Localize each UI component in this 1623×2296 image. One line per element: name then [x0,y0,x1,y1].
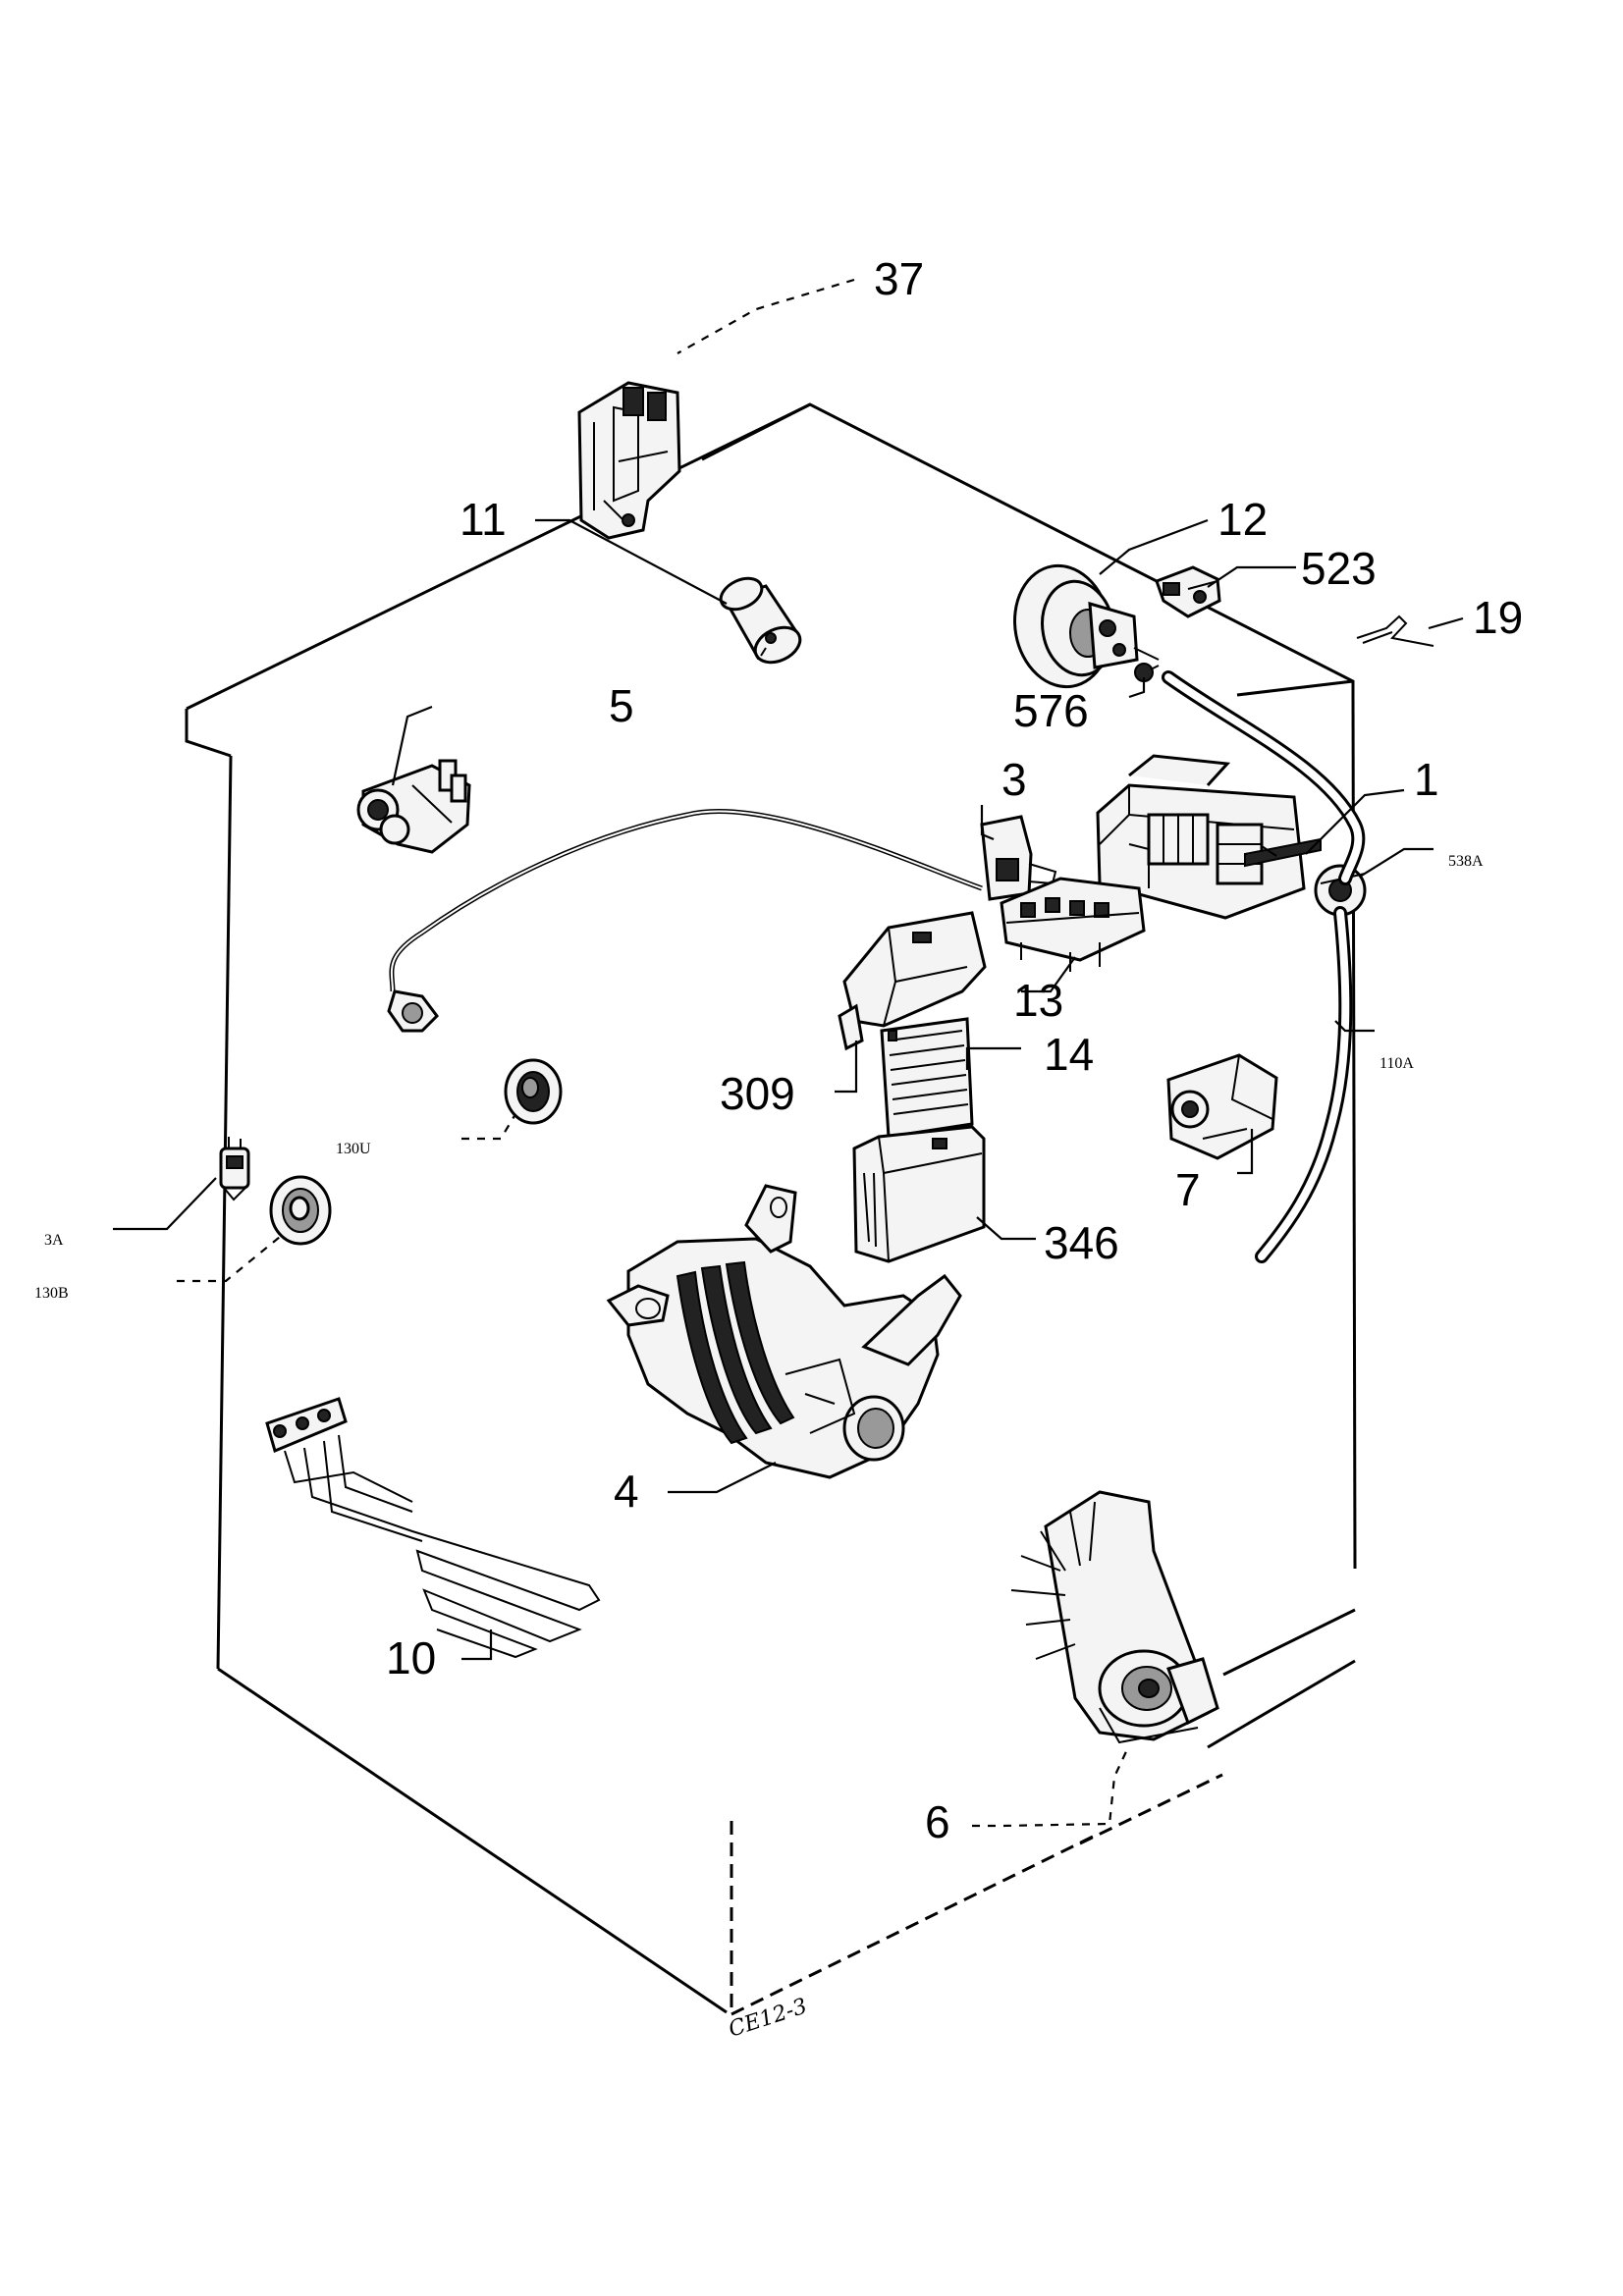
leader-lines [113,278,1464,1828]
label-6: 6 [925,1796,950,1847]
label-346: 346 [1044,1217,1119,1268]
label-13: 13 [1013,975,1063,1026]
label-3: 3 [1001,754,1027,805]
part-3a-thermostat [219,1137,250,1201]
label-14: 14 [1044,1029,1094,1080]
part-130b-grommet [269,1175,332,1246]
part-130u-grommet [504,1058,563,1125]
label-130b: 130B [34,1285,69,1302]
part-4-circulation-pump [606,1184,962,1479]
label-37: 37 [874,253,924,304]
part-6-drain-pump [1010,1490,1219,1744]
label-309: 309 [720,1068,795,1119]
part-37-door-interlock [577,381,681,540]
label-523: 523 [1301,543,1377,594]
part-523-micro-switch [1155,565,1221,618]
part-14-filter-pad [880,1017,974,1139]
part-5-solenoid-valve [356,759,471,854]
label-19: 19 [1473,592,1523,643]
label-3a: 3A [44,1232,64,1249]
part-19-wire-clip [1356,614,1434,647]
label-576: 576 [1013,685,1089,736]
label-110a: 110A [1380,1055,1414,1072]
label-130u: 130U [336,1141,371,1157]
label-7: 7 [1175,1164,1201,1215]
drawing-code: CE12-3 [726,1994,810,2042]
part-1-timer [1096,754,1322,920]
part-3-thermostat [387,808,1057,1033]
part-13-terminal-block [1000,877,1146,972]
part-576-fitting [1134,663,1160,682]
label-5: 5 [609,680,634,731]
label-4: 4 [614,1466,639,1517]
part-110a-pressure-hose [1162,670,1366,1263]
part-346-container [852,1125,986,1263]
label-11: 11 [460,494,507,545]
label-538a: 538A [1448,853,1484,870]
label-10: 10 [386,1632,436,1683]
part-10-heating-element [265,1397,601,1659]
part-11-capacitor [719,576,802,665]
part-7-filter-unit [1166,1053,1278,1160]
part-309-dispenser-cover [838,911,987,1051]
label-1: 1 [1414,754,1439,805]
part-12-programme-selector [1013,563,1160,689]
part-labels: 37 11 12 523 19 5 576 3 1 538A 13 110A 3… [34,253,1523,2043]
label-12: 12 [1217,494,1268,545]
